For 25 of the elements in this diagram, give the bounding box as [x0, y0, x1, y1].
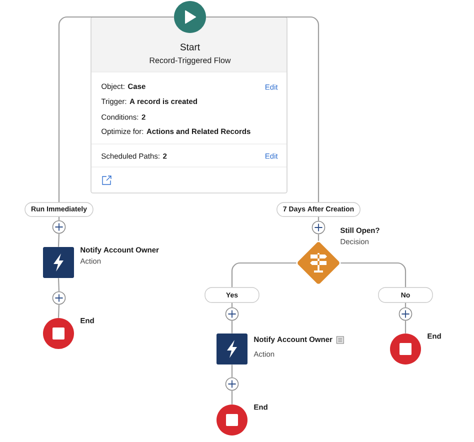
plus-icon	[52, 291, 66, 305]
plus-icon	[52, 220, 66, 234]
connector-line	[404, 302, 406, 308]
connector-line	[231, 262, 296, 288]
connector-line	[58, 216, 60, 220]
connector-line	[340, 262, 406, 288]
connector-line	[58, 278, 60, 292]
card-subtitle: Record-Triggered Flow	[150, 57, 231, 65]
plus-icon	[312, 220, 326, 234]
connector-line	[58, 16, 174, 202]
connector-line	[404, 320, 406, 334]
plus-icon	[225, 307, 239, 321]
connector-line	[231, 364, 233, 378]
plus-icon	[398, 307, 412, 321]
connector-line	[58, 304, 60, 318]
plus-icon	[225, 377, 239, 391]
connector-line	[231, 390, 233, 404]
connector-line	[318, 234, 320, 241]
card-title: Start	[180, 44, 200, 50]
play-icon	[174, 1, 206, 33]
connector-line	[231, 320, 233, 334]
connector-line	[58, 234, 60, 247]
connector-line	[206, 16, 320, 202]
connector-line	[318, 216, 320, 221]
connector-line	[231, 302, 233, 308]
